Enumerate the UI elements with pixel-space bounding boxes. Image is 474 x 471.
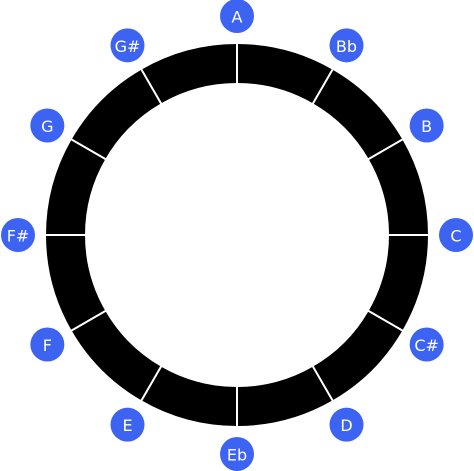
note-badge-circle bbox=[1, 218, 35, 252]
segment-dividers bbox=[45, 43, 429, 427]
note-label: A bbox=[232, 8, 243, 27]
note-badge-circle bbox=[329, 407, 364, 442]
ring-segment bbox=[71, 311, 161, 401]
note-label: D bbox=[340, 416, 352, 435]
ring-segment bbox=[141, 44, 237, 104]
ring-segment bbox=[368, 235, 428, 331]
ring-segment bbox=[46, 139, 106, 235]
note-badge-bb: Bb bbox=[329, 28, 364, 63]
note-label: C# bbox=[414, 336, 439, 355]
note-badge-c: C bbox=[439, 218, 473, 252]
note-badge-circle bbox=[329, 28, 364, 63]
ring-segment bbox=[71, 69, 161, 159]
segment-divider bbox=[140, 68, 163, 105]
note-badge-circle bbox=[439, 218, 473, 252]
note-badge-circle bbox=[110, 28, 145, 63]
note-badge-circle bbox=[220, 0, 254, 33]
note-label: G bbox=[41, 117, 53, 136]
note-badge-f: F bbox=[30, 327, 65, 362]
ring-segment bbox=[141, 366, 237, 426]
note-badge-eb: Eb bbox=[220, 437, 254, 471]
note-label: B bbox=[421, 117, 432, 136]
note-badge-circle bbox=[110, 407, 145, 442]
note-label: C bbox=[450, 227, 461, 246]
note-label: G# bbox=[115, 37, 141, 56]
segment-divider bbox=[311, 68, 334, 105]
segment-divider bbox=[311, 365, 334, 402]
note-badge-d: D bbox=[329, 407, 364, 442]
note-label: E bbox=[122, 416, 132, 435]
note-badge-circle bbox=[409, 108, 444, 143]
segment-divider bbox=[367, 309, 404, 332]
note-label: Bb bbox=[336, 37, 357, 56]
ring-segment bbox=[313, 69, 403, 159]
note-badge-f-sharp: F# bbox=[1, 218, 35, 252]
note-badge-circle bbox=[30, 327, 65, 362]
segment-divider bbox=[367, 138, 404, 161]
segment-divider bbox=[70, 138, 107, 161]
note-label: F bbox=[43, 336, 52, 355]
ring-segment bbox=[313, 311, 403, 401]
ring-segment bbox=[237, 44, 333, 104]
note-badge-a: A bbox=[220, 0, 254, 33]
note-label: Eb bbox=[227, 446, 247, 465]
note-badge-circle bbox=[220, 437, 254, 471]
note-badge-g: G bbox=[30, 108, 65, 143]
note-badge-b: B bbox=[409, 108, 444, 143]
note-label: F# bbox=[7, 227, 30, 246]
note-badge-g-sharp: G# bbox=[110, 28, 145, 63]
segment-divider bbox=[140, 365, 163, 402]
note-badge-circle bbox=[409, 327, 444, 362]
ring-segments bbox=[46, 44, 428, 426]
note-badge-c-sharp: C# bbox=[409, 327, 444, 362]
ring-segment bbox=[46, 235, 106, 331]
segment-divider bbox=[70, 309, 107, 332]
note-badge-e: E bbox=[110, 407, 145, 442]
ring-segment bbox=[368, 139, 428, 235]
ring-segment bbox=[237, 366, 333, 426]
note-badge-circle bbox=[30, 108, 65, 143]
